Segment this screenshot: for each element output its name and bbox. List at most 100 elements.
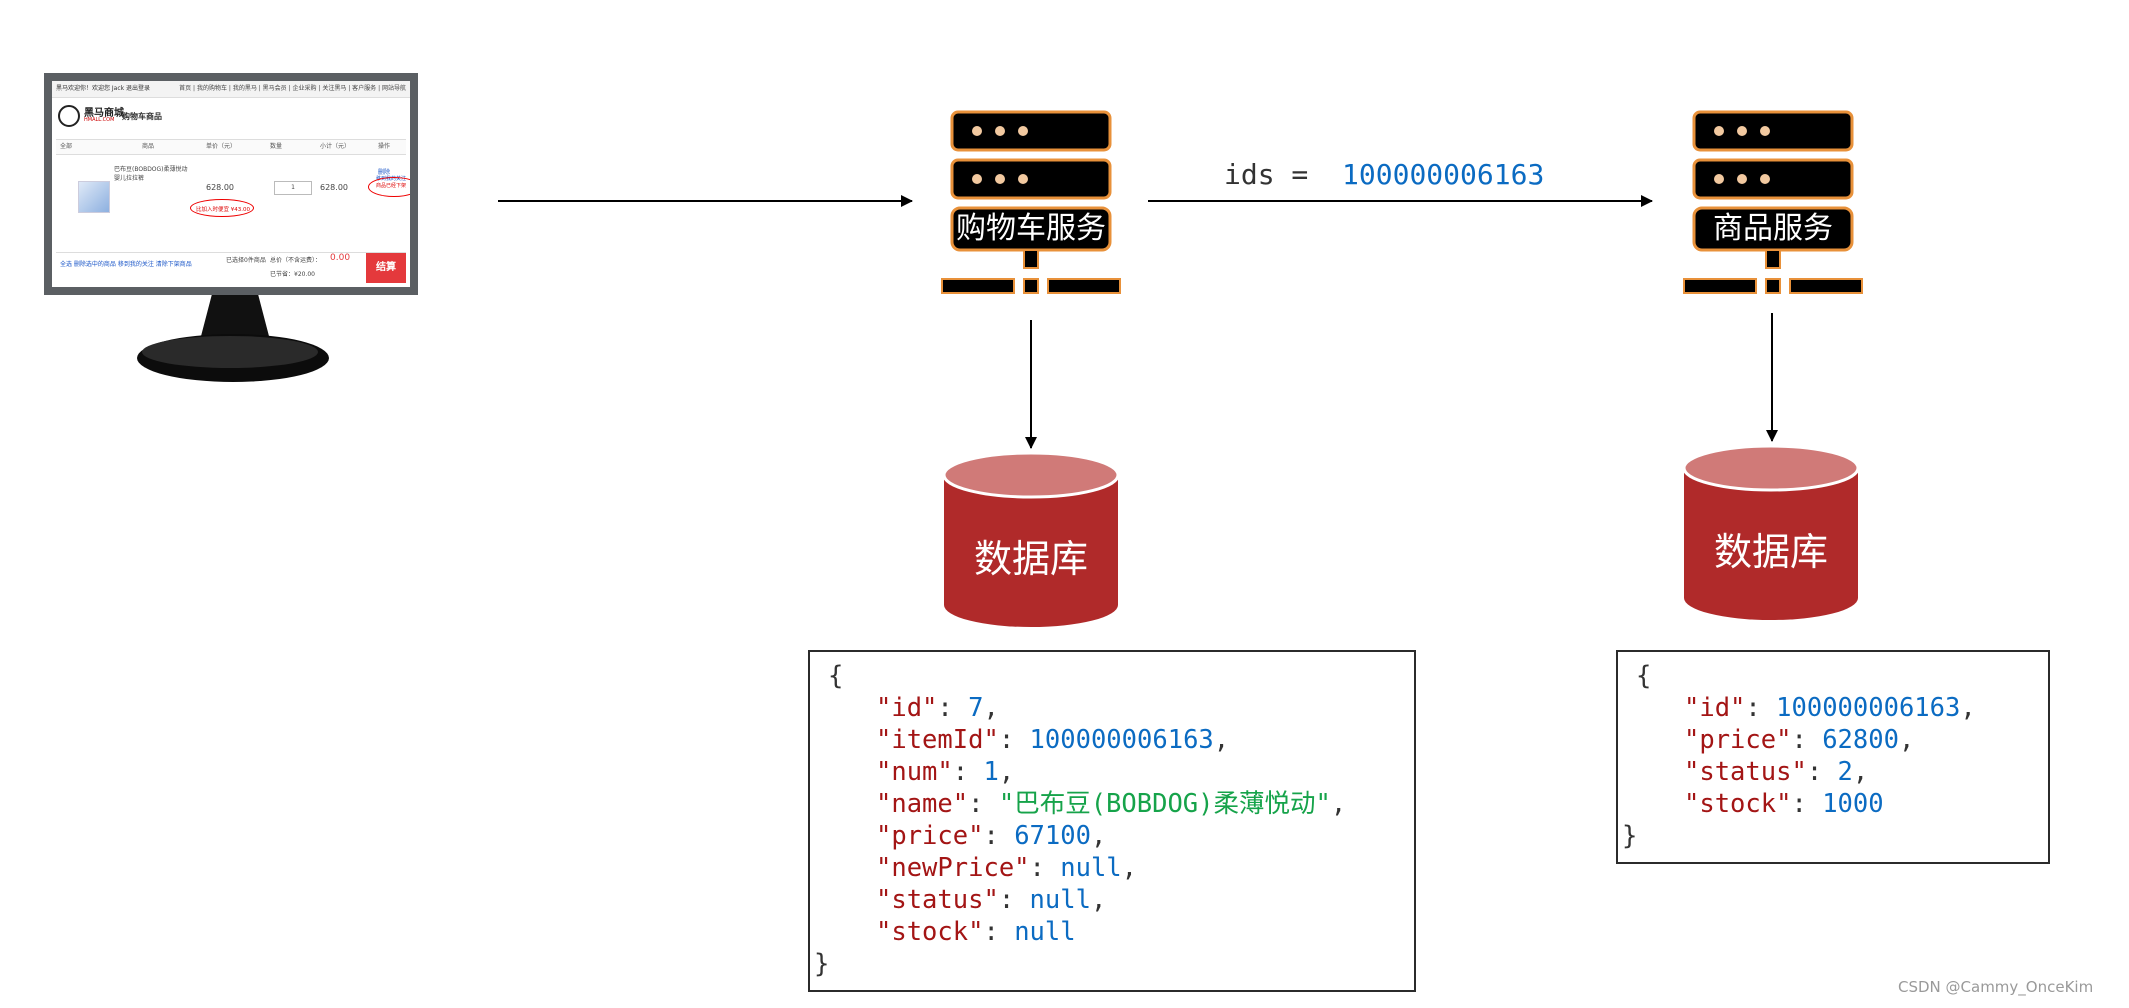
header-qty: 数量: [270, 143, 283, 150]
json-key: "id": [876, 693, 938, 723]
json-value: "巴布豆(BOBDOG)柔薄悦动": [998, 789, 1331, 819]
header-price: 单价（元）: [206, 143, 237, 150]
json-colon: :: [998, 725, 1030, 755]
op-delete[interactable]: 删除: [378, 169, 391, 176]
json-key: "id": [1684, 693, 1746, 723]
json-open-brace: {: [828, 661, 844, 691]
json-comma: ,: [1852, 757, 1869, 787]
cart-json-fields: "id": 7,"itemId": 100000006163,"num": 1,…: [828, 692, 1414, 948]
json-key: "name": [876, 789, 969, 819]
topbar-welcome: 黑马欢迎你！欢迎您 Jack 退出登录: [56, 85, 151, 92]
json-colon: :: [983, 821, 1015, 851]
json-field-row: "name": "巴布豆(BOBDOG)柔薄悦动",: [876, 788, 1414, 820]
json-key: "stock": [876, 917, 984, 947]
json-value: 100000006163: [1776, 693, 1961, 723]
footer-total: 0.00: [330, 253, 351, 263]
json-comma: ,: [1090, 885, 1107, 915]
item-subtotal: 628.00: [320, 183, 348, 192]
quantity-stepper[interactable]: 1: [274, 181, 312, 195]
json-field-row: "status": null,: [876, 884, 1414, 916]
json-value: 7: [968, 693, 984, 723]
json-field-row: "id": 7,: [876, 692, 1414, 724]
json-comma: ,: [1090, 821, 1107, 851]
json-key: "stock": [1684, 789, 1792, 819]
json-field-row: "id": 100000006163,: [1684, 692, 2048, 724]
json-comma: ,: [1960, 693, 1976, 723]
header-subtotal: 小计（元）: [320, 143, 351, 150]
json-open-brace: {: [1636, 661, 1652, 691]
json-comma: ,: [1121, 853, 1138, 883]
json-field-row: "stock": 1000: [1684, 788, 2048, 820]
hmall-logo-icon: [58, 105, 80, 127]
json-field-row: "stock": null: [876, 916, 1414, 948]
credit-watermark: CSDN @Cammy_OnceKim: [1898, 978, 2094, 996]
json-field-row: "itemId": 100000006163,: [876, 724, 1414, 756]
json-comma: ,: [998, 757, 1015, 787]
json-key: "newPrice": [876, 853, 1030, 883]
footer-saved: 已节省：¥20.00: [270, 271, 315, 278]
json-colon: :: [1745, 693, 1777, 723]
json-field-row: "status": 2,: [1684, 756, 2048, 788]
json-close-brace: }: [1622, 821, 1638, 851]
brand-name: 黑马商城: [84, 108, 124, 119]
header-all: 全部: [60, 143, 73, 150]
red-circle-mark: [190, 199, 254, 217]
request-key: ids =: [1224, 158, 1326, 191]
footer-selected: 已选择0件商品: [226, 257, 266, 264]
item-name: 巴布豆(BOBDOG)柔薄悦动婴儿拉拉裤: [114, 166, 188, 182]
cart-service-label: 购物车服务: [956, 211, 1106, 246]
json-value: 1: [983, 757, 999, 787]
json-key: "price": [1684, 725, 1792, 755]
cart-table-header: 全部 商品 单价（元） 数量 小计（元） 操作: [56, 139, 406, 155]
json-colon: :: [952, 757, 984, 787]
json-colon: :: [983, 917, 1015, 947]
cart-footer: 全选 删除选中的商品 移到我的关注 清除下架商品 已选择0件商品 总价（不含运费…: [56, 252, 406, 283]
footer-actions[interactable]: 全选 删除选中的商品 移到我的关注 清除下架商品: [60, 261, 192, 268]
header-ops: 操作: [378, 143, 391, 150]
item-service-label: 商品服务: [1713, 211, 1833, 246]
json-comma: ,: [1213, 725, 1230, 755]
topbar-nav: 首页 | 我的购物车 | 我的黑马 | 黑马会员 | 企业采购 | 关注黑马 |…: [179, 85, 406, 92]
monitor-stand-icon: [137, 294, 329, 382]
json-field-row: "price": 67100,: [876, 820, 1414, 852]
item-json-box: { "id": 100000006163,"price": 62800,"sta…: [1616, 650, 2050, 864]
checkout-button[interactable]: 结算: [366, 253, 406, 283]
json-colon: :: [968, 789, 999, 819]
json-key: "num": [876, 757, 953, 787]
json-value: null: [1060, 853, 1122, 883]
brand-sub: HMALL.COM: [84, 117, 115, 123]
json-comma: ,: [983, 693, 999, 723]
cart-json-box: { "id": 7,"itemId": 100000006163,"num": …: [808, 650, 1416, 992]
cart-page-screenshot: 黑马欢迎你！欢迎您 Jack 退出登录 首页 | 我的购物车 | 我的黑马 | …: [44, 73, 418, 295]
database-icon-cart: [942, 451, 1120, 627]
item-json-fields: "id": 100000006163,"price": 62800,"statu…: [1636, 692, 2048, 820]
json-colon: :: [1029, 853, 1061, 883]
json-comma: ,: [1330, 789, 1347, 819]
cart-db-label: 数据库: [973, 537, 1088, 581]
database-icon-item: [1682, 444, 1860, 620]
json-value: 62800: [1822, 725, 1899, 755]
json-colon: :: [998, 885, 1030, 915]
json-colon: :: [1791, 725, 1823, 755]
server-icon-cart: [941, 110, 1121, 294]
json-field-row: "price": 62800,: [1684, 724, 2048, 756]
red-circle-mark: [368, 177, 410, 197]
server-icon-item: [1683, 110, 1863, 294]
json-value: 67100: [1014, 821, 1091, 851]
product-thumbnail: [78, 181, 110, 213]
json-colon: :: [937, 693, 969, 723]
json-comma: ,: [1898, 725, 1915, 755]
request-value: 100000006163: [1342, 158, 1545, 191]
header-item: 商品: [142, 143, 155, 150]
json-value: 1000: [1822, 789, 1884, 819]
json-colon: :: [1791, 789, 1823, 819]
footer-total-label: 总价（不含运费）：: [270, 257, 322, 264]
json-key: "price": [876, 821, 984, 851]
browser-topbar: 黑马欢迎你！欢迎您 Jack 退出登录 首页 | 我的购物车 | 我的黑马 | …: [52, 81, 410, 98]
json-field-row: "num": 1,: [876, 756, 1414, 788]
json-field-row: "newPrice": null,: [876, 852, 1414, 884]
json-value: 2: [1837, 757, 1853, 787]
json-value: 100000006163: [1029, 725, 1214, 755]
item-unit-price: 628.00: [206, 183, 234, 192]
